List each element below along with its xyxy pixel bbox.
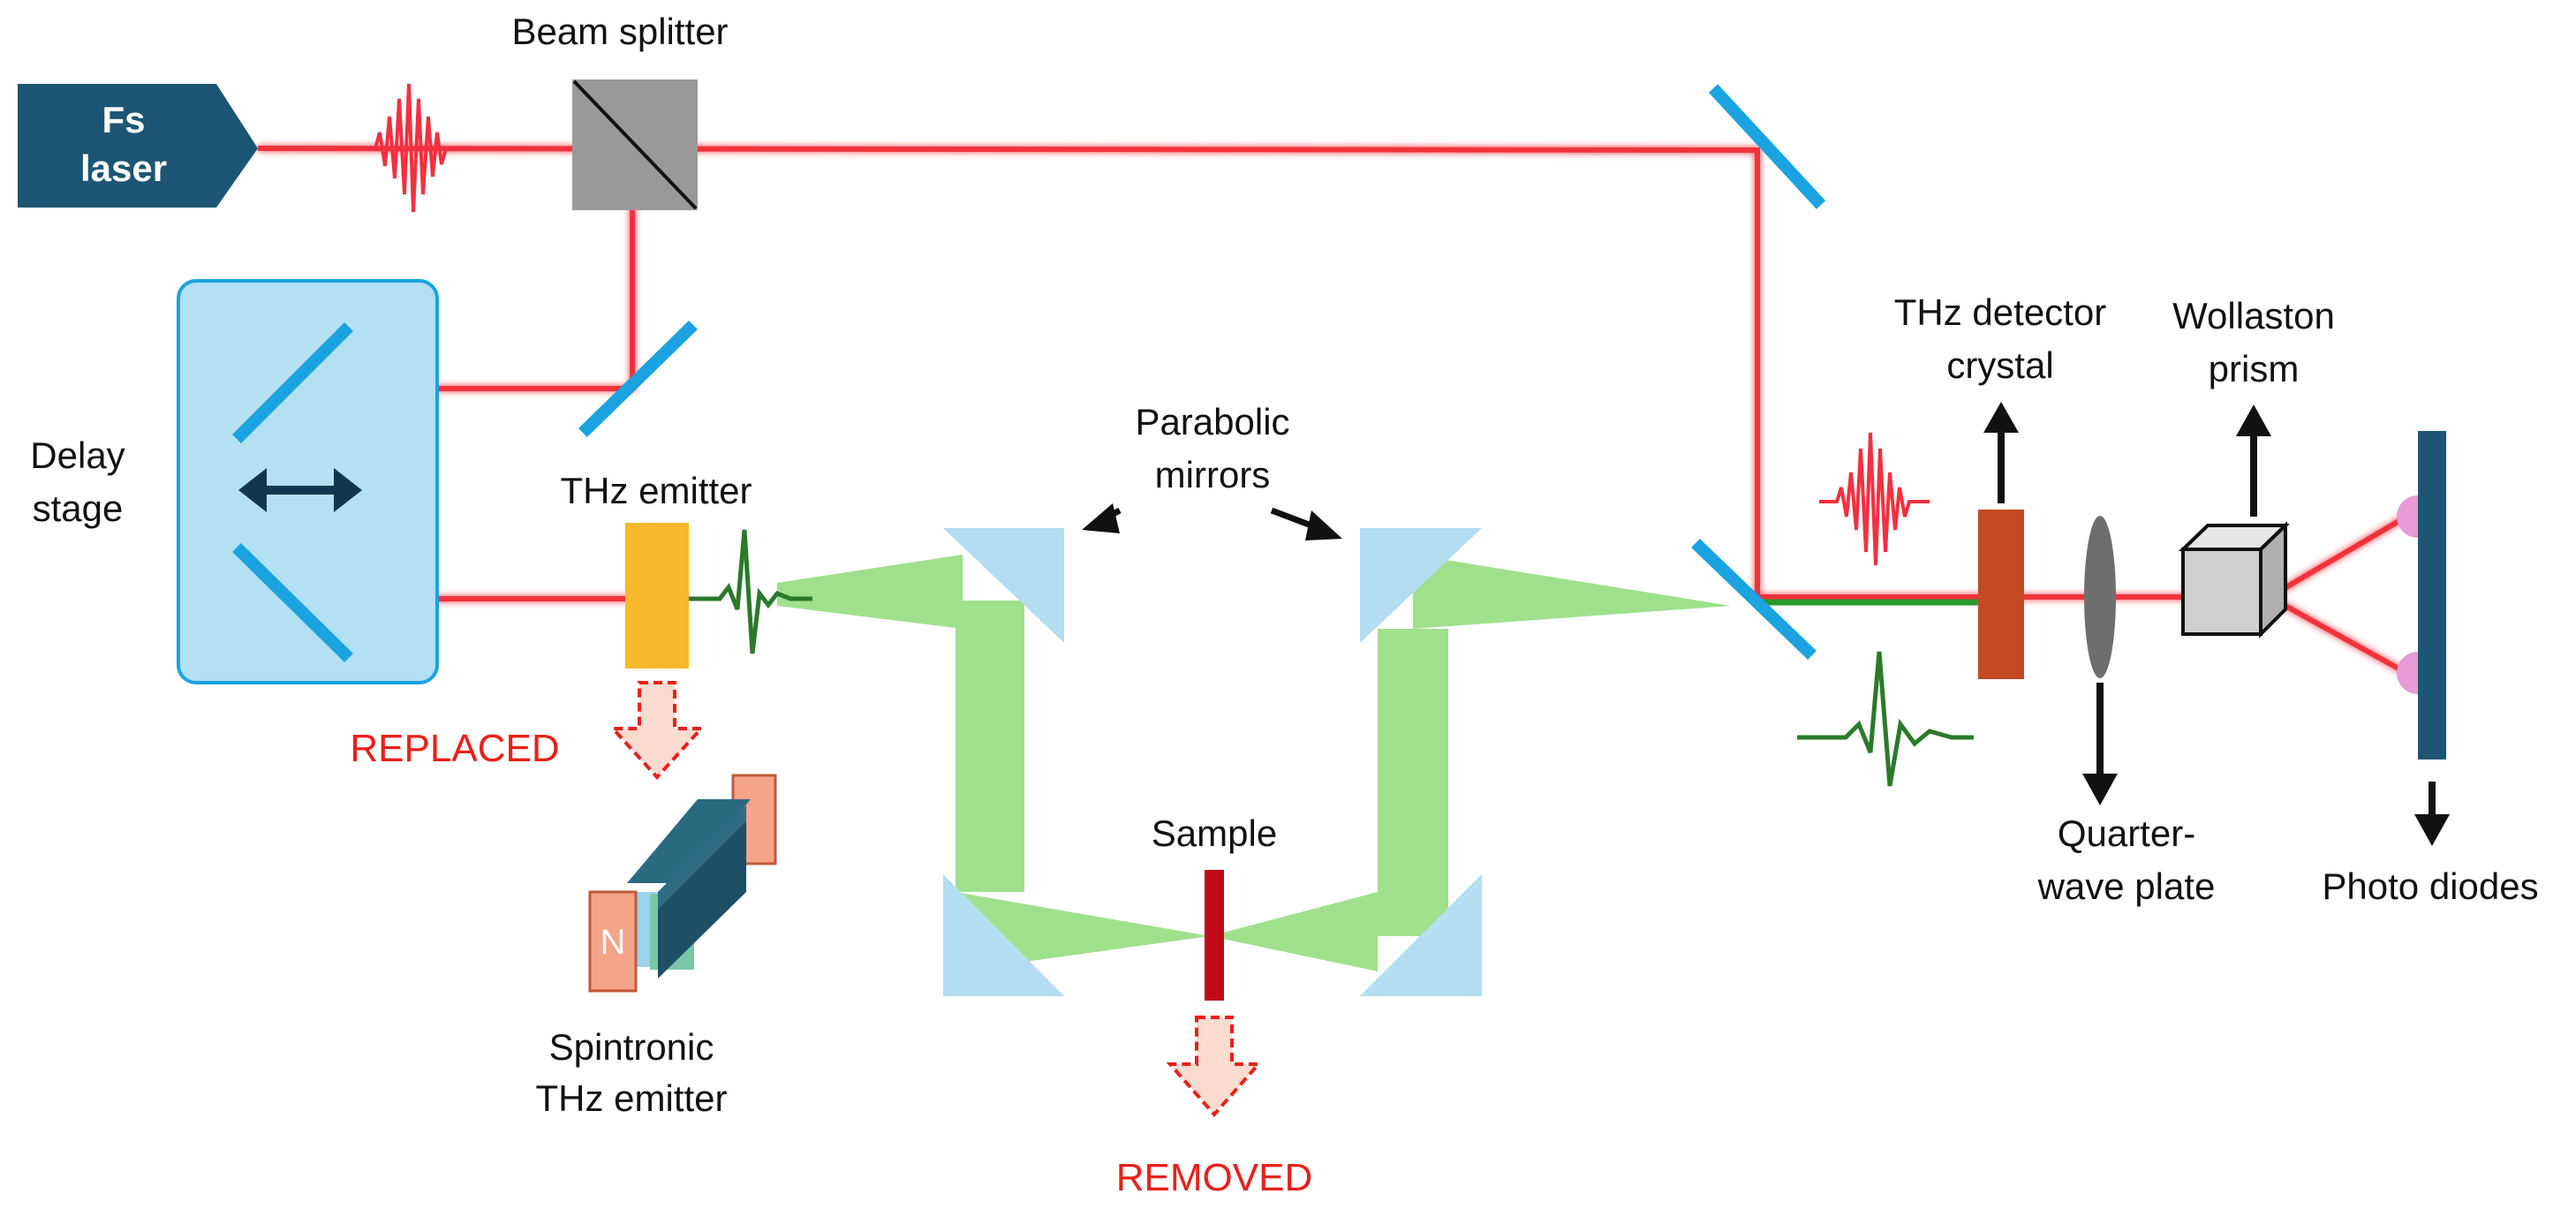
quarter-wave-arrow-icon <box>2082 774 2118 805</box>
thz-detector-crystal: THz detector crystal <box>1894 291 2106 679</box>
quarter-wave-label-line1: Quarter- <box>2058 812 2195 854</box>
parabolic-mirror-3 <box>943 874 1064 996</box>
mirror-delay-bottom-inner <box>232 543 353 662</box>
probe-pulse-icon <box>1819 432 1930 566</box>
photo-diodes: Photo diodes <box>2322 431 2539 907</box>
wollaston-label-line2: prism <box>2209 348 2300 389</box>
fs-laser: Fs laser <box>18 84 258 208</box>
wollaston-prism: Wollaston prism <box>2172 295 2335 639</box>
detector-crystal-block <box>1978 510 2024 679</box>
spintronic-block-front <box>658 805 746 979</box>
removed-arrow-icon <box>1166 1016 1263 1118</box>
thz-beam-pm2-up <box>1378 629 1448 936</box>
detector-crystal-arrow-icon <box>1983 402 2019 433</box>
fs-laser-label-line1: Fs <box>102 99 145 140</box>
quarter-wave-plate: Quarter- wave plate <box>2037 516 2216 907</box>
magnet-n-front <box>588 890 638 993</box>
replaced-arrow-icon <box>608 681 706 780</box>
delay-stage-label-line2: stage <box>33 487 124 529</box>
thz-pulse-emitter-icon <box>689 529 812 654</box>
thz-beam-emitter-to-pm1 <box>777 555 963 629</box>
laser-beam-to-diode-top <box>2268 514 2408 600</box>
spintronic-layer-teal <box>627 799 751 883</box>
mirror-bs-down <box>578 320 698 438</box>
delay-stage-arrow-icon <box>238 468 362 512</box>
wollaston-arrow-icon <box>2236 404 2271 436</box>
thz-emitter: THz emitter <box>560 470 752 669</box>
parabolic-mirror-4 <box>1360 874 1482 996</box>
detector-crystal-label-line2: crystal <box>1946 344 2053 386</box>
parabolic-mirror-2 <box>1360 528 1482 643</box>
sample-slab <box>1205 870 1224 1001</box>
thz-beam-path <box>777 555 1731 971</box>
wollaston-label-line1: Wollaston <box>2172 295 2335 336</box>
delay-stage-label-line1: Delay <box>30 434 125 476</box>
spintronic-label-line1: Spintronic <box>549 1026 714 1068</box>
quarter-wave-plate-lens <box>2084 516 2116 678</box>
laser-pulse-icon <box>362 83 468 213</box>
prism-front-face <box>2181 548 2262 636</box>
spintronic-block-side <box>658 805 746 910</box>
laser-beam-to-diode-bottom <box>2268 594 2408 676</box>
detector-crystal-label-line1: THz detector <box>1894 291 2106 333</box>
fs-laser-body <box>18 84 258 208</box>
delay-stage: Delay stage <box>30 279 439 684</box>
spintronic-emitter: N Spintronic THz emitter <box>535 774 777 1119</box>
thz-emitter-block <box>625 523 689 669</box>
replaced-label: REPLACED <box>350 727 559 770</box>
photo-diodes-arrow-icon <box>2414 814 2450 846</box>
thz-beam-pm1-down <box>956 601 1024 892</box>
photo-diodes-label: Photo diodes <box>2322 865 2538 907</box>
beam-splitter: Beam splitter <box>511 11 729 210</box>
thz-pulse-detector-icon <box>1797 651 1974 787</box>
thz-beam-pm2-to-detector <box>1413 555 1731 629</box>
laser-beam-main <box>257 146 1987 600</box>
magnet-n-label: N <box>601 923 626 962</box>
removed-label: REMOVED <box>1116 1156 1312 1199</box>
thz-beam-from-focus <box>1210 892 1378 971</box>
delay-stage-box <box>177 279 439 684</box>
beam-splitter-label: Beam splitter <box>511 11 728 52</box>
spintronic-label-line2: THz emitter <box>535 1077 727 1119</box>
fs-laser-label-line2: laser <box>80 147 167 189</box>
mirror-delay-top-inner <box>232 322 353 443</box>
thz-emitter-label: THz emitter <box>560 470 752 511</box>
photo-diode-mount <box>2418 431 2446 759</box>
parabolic-mirror-1 <box>943 528 1064 643</box>
mirror-detector-in <box>1691 538 1817 661</box>
parabolic-mirrors <box>943 528 1482 996</box>
sample-label: Sample <box>1152 812 1277 854</box>
parabolic-mirrors-label-line2: mirrors <box>1155 454 1271 495</box>
parabolic-mirror-pointer-arrows <box>1082 503 1342 540</box>
sample: Sample <box>1152 812 1277 1001</box>
mirror-top-right <box>1708 84 1826 209</box>
quarter-wave-label-line2: wave plate <box>2037 865 2216 907</box>
parabolic-mirrors-label-line1: Parabolic <box>1135 401 1289 442</box>
